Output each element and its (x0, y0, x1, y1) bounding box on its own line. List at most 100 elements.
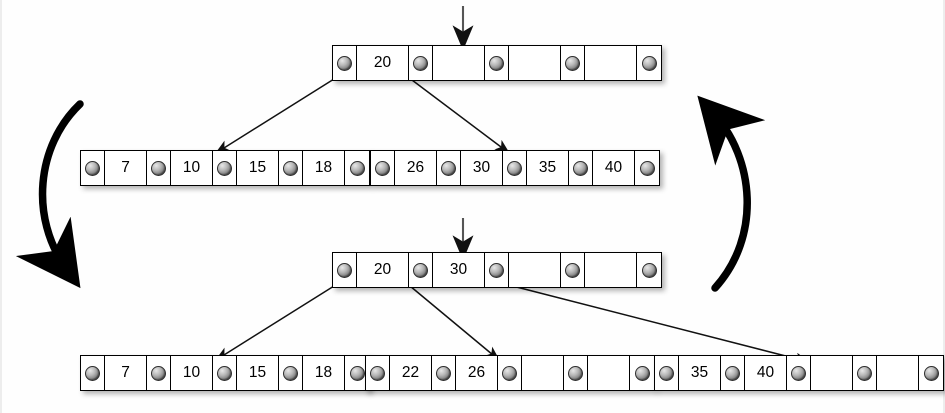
key-cell[interactable] (585, 46, 637, 80)
key-cell[interactable] (811, 356, 853, 390)
key-cell[interactable]: 10 (171, 151, 213, 185)
key-cell[interactable]: 22 (390, 356, 432, 390)
pointer-cell[interactable] (569, 151, 593, 185)
pointer-cell[interactable] (637, 253, 661, 287)
pointer-cell[interactable] (279, 151, 303, 185)
leaf-node-after-right[interactable]: 35 40 (654, 355, 944, 391)
pointer-cell[interactable] (498, 356, 522, 390)
key-cell[interactable] (588, 356, 630, 390)
pointer-cell[interactable] (213, 356, 237, 390)
pointer-cell[interactable] (333, 46, 357, 80)
pointer-dot-icon (489, 262, 504, 278)
pointer-cell[interactable] (437, 151, 461, 185)
pointer-cell[interactable] (853, 356, 877, 390)
pointer-dot-icon (641, 262, 657, 278)
root-node-after[interactable]: 20 30 (332, 252, 662, 288)
pointer-cell[interactable] (561, 46, 585, 80)
pointer-cell[interactable] (564, 356, 588, 390)
pointer-dot-icon (502, 365, 517, 381)
pointer-dot-icon (337, 262, 352, 278)
pointer-dot-icon (337, 55, 352, 71)
key-cell[interactable]: 35 (527, 151, 569, 185)
pointer-dot-icon (641, 55, 657, 71)
pointer-cell[interactable] (333, 253, 357, 287)
pointer-dot-icon (441, 160, 456, 176)
pointer-line-after-middle (403, 280, 500, 361)
pointer-cell[interactable] (147, 356, 171, 390)
pointer-cell[interactable] (561, 253, 585, 287)
pointer-dot-icon (565, 55, 580, 71)
key-cell[interactable]: 40 (593, 151, 635, 185)
pointer-cell[interactable] (655, 356, 679, 390)
pointer-cell[interactable] (147, 151, 171, 185)
key-cell[interactable]: 26 (456, 356, 498, 390)
key-cell[interactable] (522, 356, 564, 390)
key-cell[interactable]: 40 (745, 356, 787, 390)
pointer-cell[interactable] (485, 46, 509, 80)
pointer-dot-icon (283, 365, 298, 381)
key-cell[interactable] (509, 253, 561, 287)
key-cell[interactable]: 26 (395, 151, 437, 185)
root-node-before[interactable]: 20 (332, 45, 662, 81)
key-cell[interactable]: 18 (303, 356, 345, 390)
key-cell[interactable]: 7 (105, 356, 147, 390)
key-cell[interactable] (433, 46, 485, 80)
pointer-dot-icon (217, 160, 232, 176)
pointer-dot-icon (507, 160, 522, 176)
key-cell[interactable]: 15 (237, 151, 279, 185)
key-cell[interactable]: 35 (679, 356, 721, 390)
pointer-dot-icon (370, 365, 385, 381)
pointer-cell[interactable] (213, 151, 237, 185)
pointer-cell[interactable] (409, 253, 433, 287)
pointer-cell[interactable] (81, 356, 105, 390)
pointer-dot-icon (151, 160, 166, 176)
key-cell[interactable]: 15 (237, 356, 279, 390)
pointer-dot-icon (85, 365, 100, 381)
pointer-dot-icon (349, 160, 365, 176)
pointer-cell[interactable] (630, 356, 654, 390)
pointer-dot-icon (791, 365, 806, 381)
pointer-dot-icon (283, 160, 298, 176)
pointer-dot-icon (725, 365, 740, 381)
pointer-cell[interactable] (635, 151, 659, 185)
pointer-cell[interactable] (81, 151, 105, 185)
pointer-cell[interactable] (721, 356, 745, 390)
pointer-dot-icon (413, 55, 428, 71)
key-cell[interactable]: 10 (171, 356, 213, 390)
pointer-cell[interactable] (637, 46, 661, 80)
key-cell[interactable] (509, 46, 561, 80)
pointer-dot-icon (568, 365, 583, 381)
pointer-dot-icon (151, 365, 166, 381)
pointer-cell[interactable] (485, 253, 509, 287)
leaf-node-after-left[interactable]: 7 10 15 18 (80, 355, 370, 391)
pointer-cell[interactable] (345, 151, 369, 185)
leaf-node-before-right[interactable]: 26 30 35 40 (370, 150, 660, 186)
pointer-dot-icon (217, 365, 232, 381)
key-cell[interactable]: 30 (433, 253, 485, 287)
pointer-cell[interactable] (919, 356, 943, 390)
key-cell[interactable]: 30 (461, 151, 503, 185)
key-cell[interactable] (877, 356, 919, 390)
key-cell[interactable]: 20 (357, 253, 409, 287)
pointer-cell[interactable] (279, 356, 303, 390)
key-cell[interactable]: 18 (303, 151, 345, 185)
leaf-node-before-left[interactable]: 7 10 15 18 (80, 150, 370, 186)
pointer-dot-icon (565, 262, 580, 278)
pointer-cell[interactable] (503, 151, 527, 185)
pointer-cell[interactable] (787, 356, 811, 390)
pointer-dot-icon (489, 55, 504, 71)
pointer-dot-icon (349, 365, 365, 381)
key-cell[interactable] (585, 253, 637, 287)
leaf-node-after-middle[interactable]: 22 26 (365, 355, 655, 391)
pointer-cell[interactable] (366, 356, 390, 390)
pointer-dot-icon (413, 262, 428, 278)
key-cell[interactable]: 7 (105, 151, 147, 185)
pointer-cell[interactable] (409, 46, 433, 80)
pointer-dot-icon (573, 160, 588, 176)
key-cell[interactable]: 20 (357, 46, 409, 80)
pointer-cell[interactable] (371, 151, 395, 185)
pointer-dot-icon (857, 365, 872, 381)
pointer-cell[interactable] (432, 356, 456, 390)
pointer-dot-icon (85, 160, 100, 176)
